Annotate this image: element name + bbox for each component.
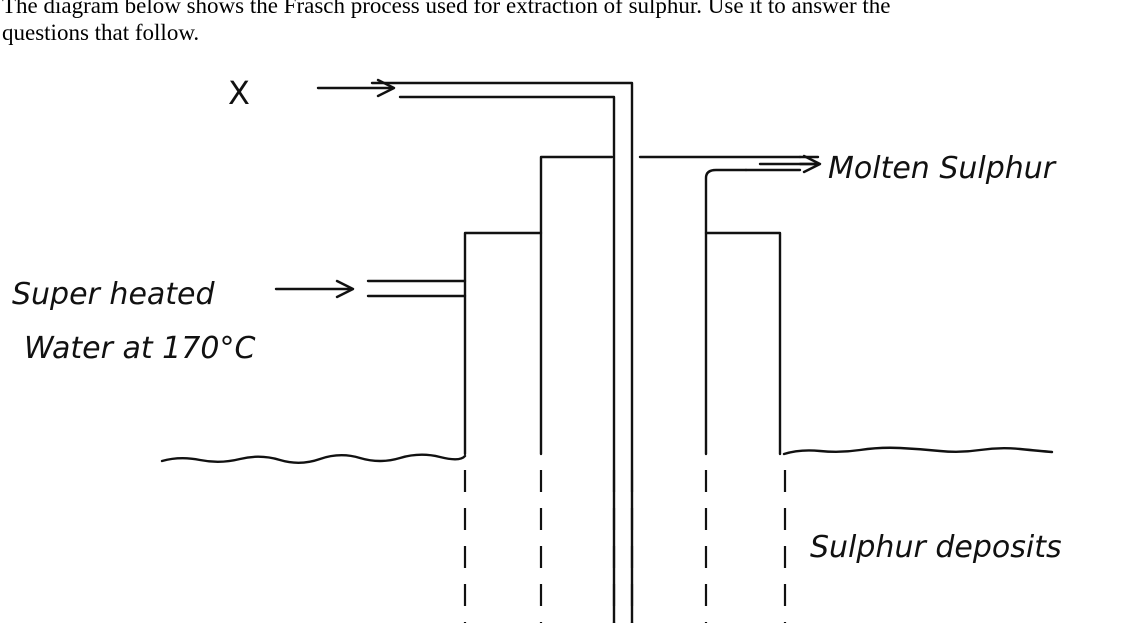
- outer-pipe: [463, 231, 782, 456]
- question-intro: The diagram below shows the Frasch proce…: [2, 0, 1145, 46]
- intro-line-1: The diagram below shows the Frasch proce…: [2, 0, 891, 18]
- arrow-superheated-water: [274, 279, 355, 299]
- label-x: X: [228, 74, 250, 112]
- label-sulphur-deposits: Sulphur deposits: [810, 530, 1062, 565]
- middle-pipe: [539, 155, 820, 456]
- ground-line-left: [160, 453, 467, 464]
- ground-line-right: [782, 446, 1054, 456]
- label-superheated-line-2: Water at 170°C: [24, 331, 255, 366]
- underground-pipe-dashes: [463, 470, 787, 623]
- label-molten-sulphur: Molten Sulphur: [828, 151, 1057, 186]
- label-superheated-line-1: Super heated: [12, 277, 216, 312]
- superheated-water-inlet: [366, 279, 467, 298]
- intro-line-2: questions that follow.: [2, 20, 200, 45]
- innermost-pipe: [370, 81, 634, 623]
- arrow-molten-sulphur: [758, 154, 822, 174]
